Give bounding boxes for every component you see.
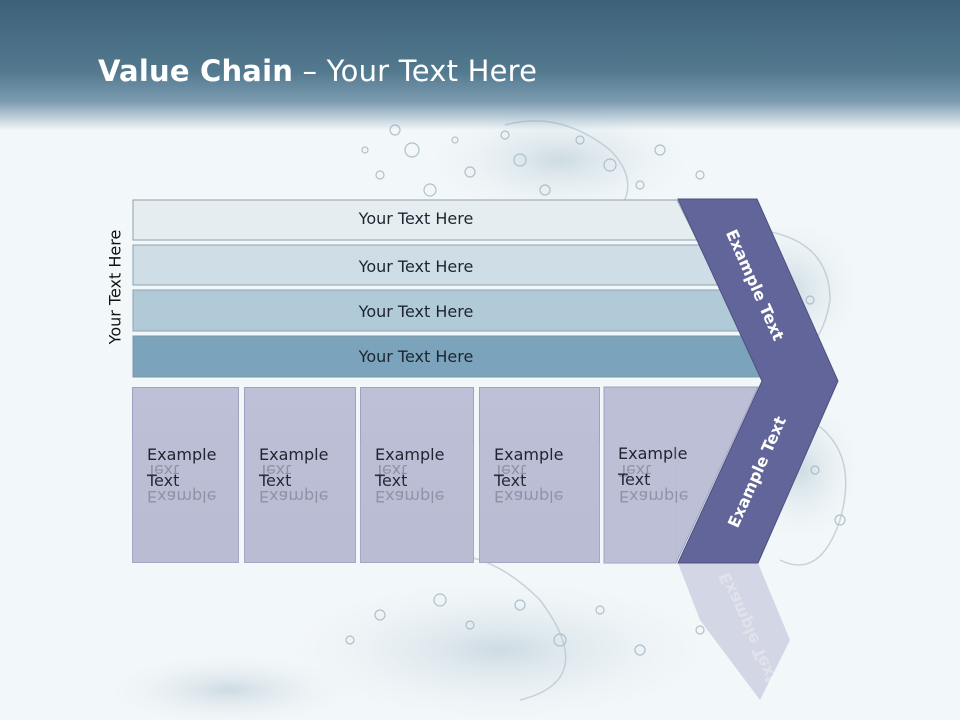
value-box-1[interactable]: Example Text	[132, 387, 239, 563]
row-label-1: Your Text Here	[358, 209, 474, 228]
value-box-2-reflection-line1: Example	[259, 487, 329, 506]
value-box-1-line1: Example	[147, 445, 217, 464]
value-box-5-reflection: Example Text	[604, 443, 689, 563]
chevron-arrow[interactable]	[677, 198, 839, 564]
value-box-2-line1: Example	[259, 445, 329, 464]
value-box-3-reflection-line2: Text	[375, 461, 408, 480]
value-box-3[interactable]: Example Text	[360, 387, 474, 563]
value-box-5-line1: Example	[618, 444, 688, 463]
value-box-4[interactable]: Example Text	[479, 387, 600, 563]
value-box-5-line2: Text	[618, 470, 651, 489]
value-box-5-reflection-line2: Text	[619, 461, 652, 480]
value-box-5-reflection-line1: Example	[619, 487, 689, 506]
title-bold: Value Chain	[98, 54, 294, 88]
value-box-5: Example Text	[604, 387, 714, 563]
value-box-3-line1: Example	[375, 445, 445, 464]
value-box-3-line2: Text	[375, 471, 408, 490]
chevron-reflection	[678, 563, 790, 700]
row-label-2: Your Text Here	[358, 257, 474, 276]
value-box-2-reflection: Example Text	[244, 443, 356, 563]
slide-title: Value Chain – Your Text Here	[98, 54, 537, 88]
value-box-4-line1: Example	[494, 445, 564, 464]
value-box-2-line2: Text	[259, 471, 292, 490]
row-label-3: Your Text Here	[358, 302, 474, 321]
value-box-1-reflection-line2: Text	[147, 461, 180, 480]
title-rest: – Your Text Here	[293, 54, 538, 88]
value-box-4-reflection-line1: Example	[494, 487, 564, 506]
value-box-1-reflection-line1: Example	[147, 487, 217, 506]
value-box-shape-5[interactable]	[603, 386, 759, 564]
value-box-4-reflection-line2: Text	[494, 461, 527, 480]
value-box-3-reflection-line1: Example	[375, 487, 445, 506]
value-box-2[interactable]: Example Text	[244, 387, 356, 563]
value-box-1-line2: Text	[147, 471, 180, 490]
title-bar	[0, 0, 960, 130]
value-box-1-reflection: Example Text	[132, 443, 239, 563]
value-box-3-reflection: Example Text	[360, 443, 474, 563]
value-box-2-reflection-line2: Text	[259, 461, 292, 480]
value-box-4-line2: Text	[494, 471, 527, 490]
value-box-4-reflection: Example Text	[479, 443, 600, 563]
row-label-4: Your Text Here	[358, 347, 474, 366]
